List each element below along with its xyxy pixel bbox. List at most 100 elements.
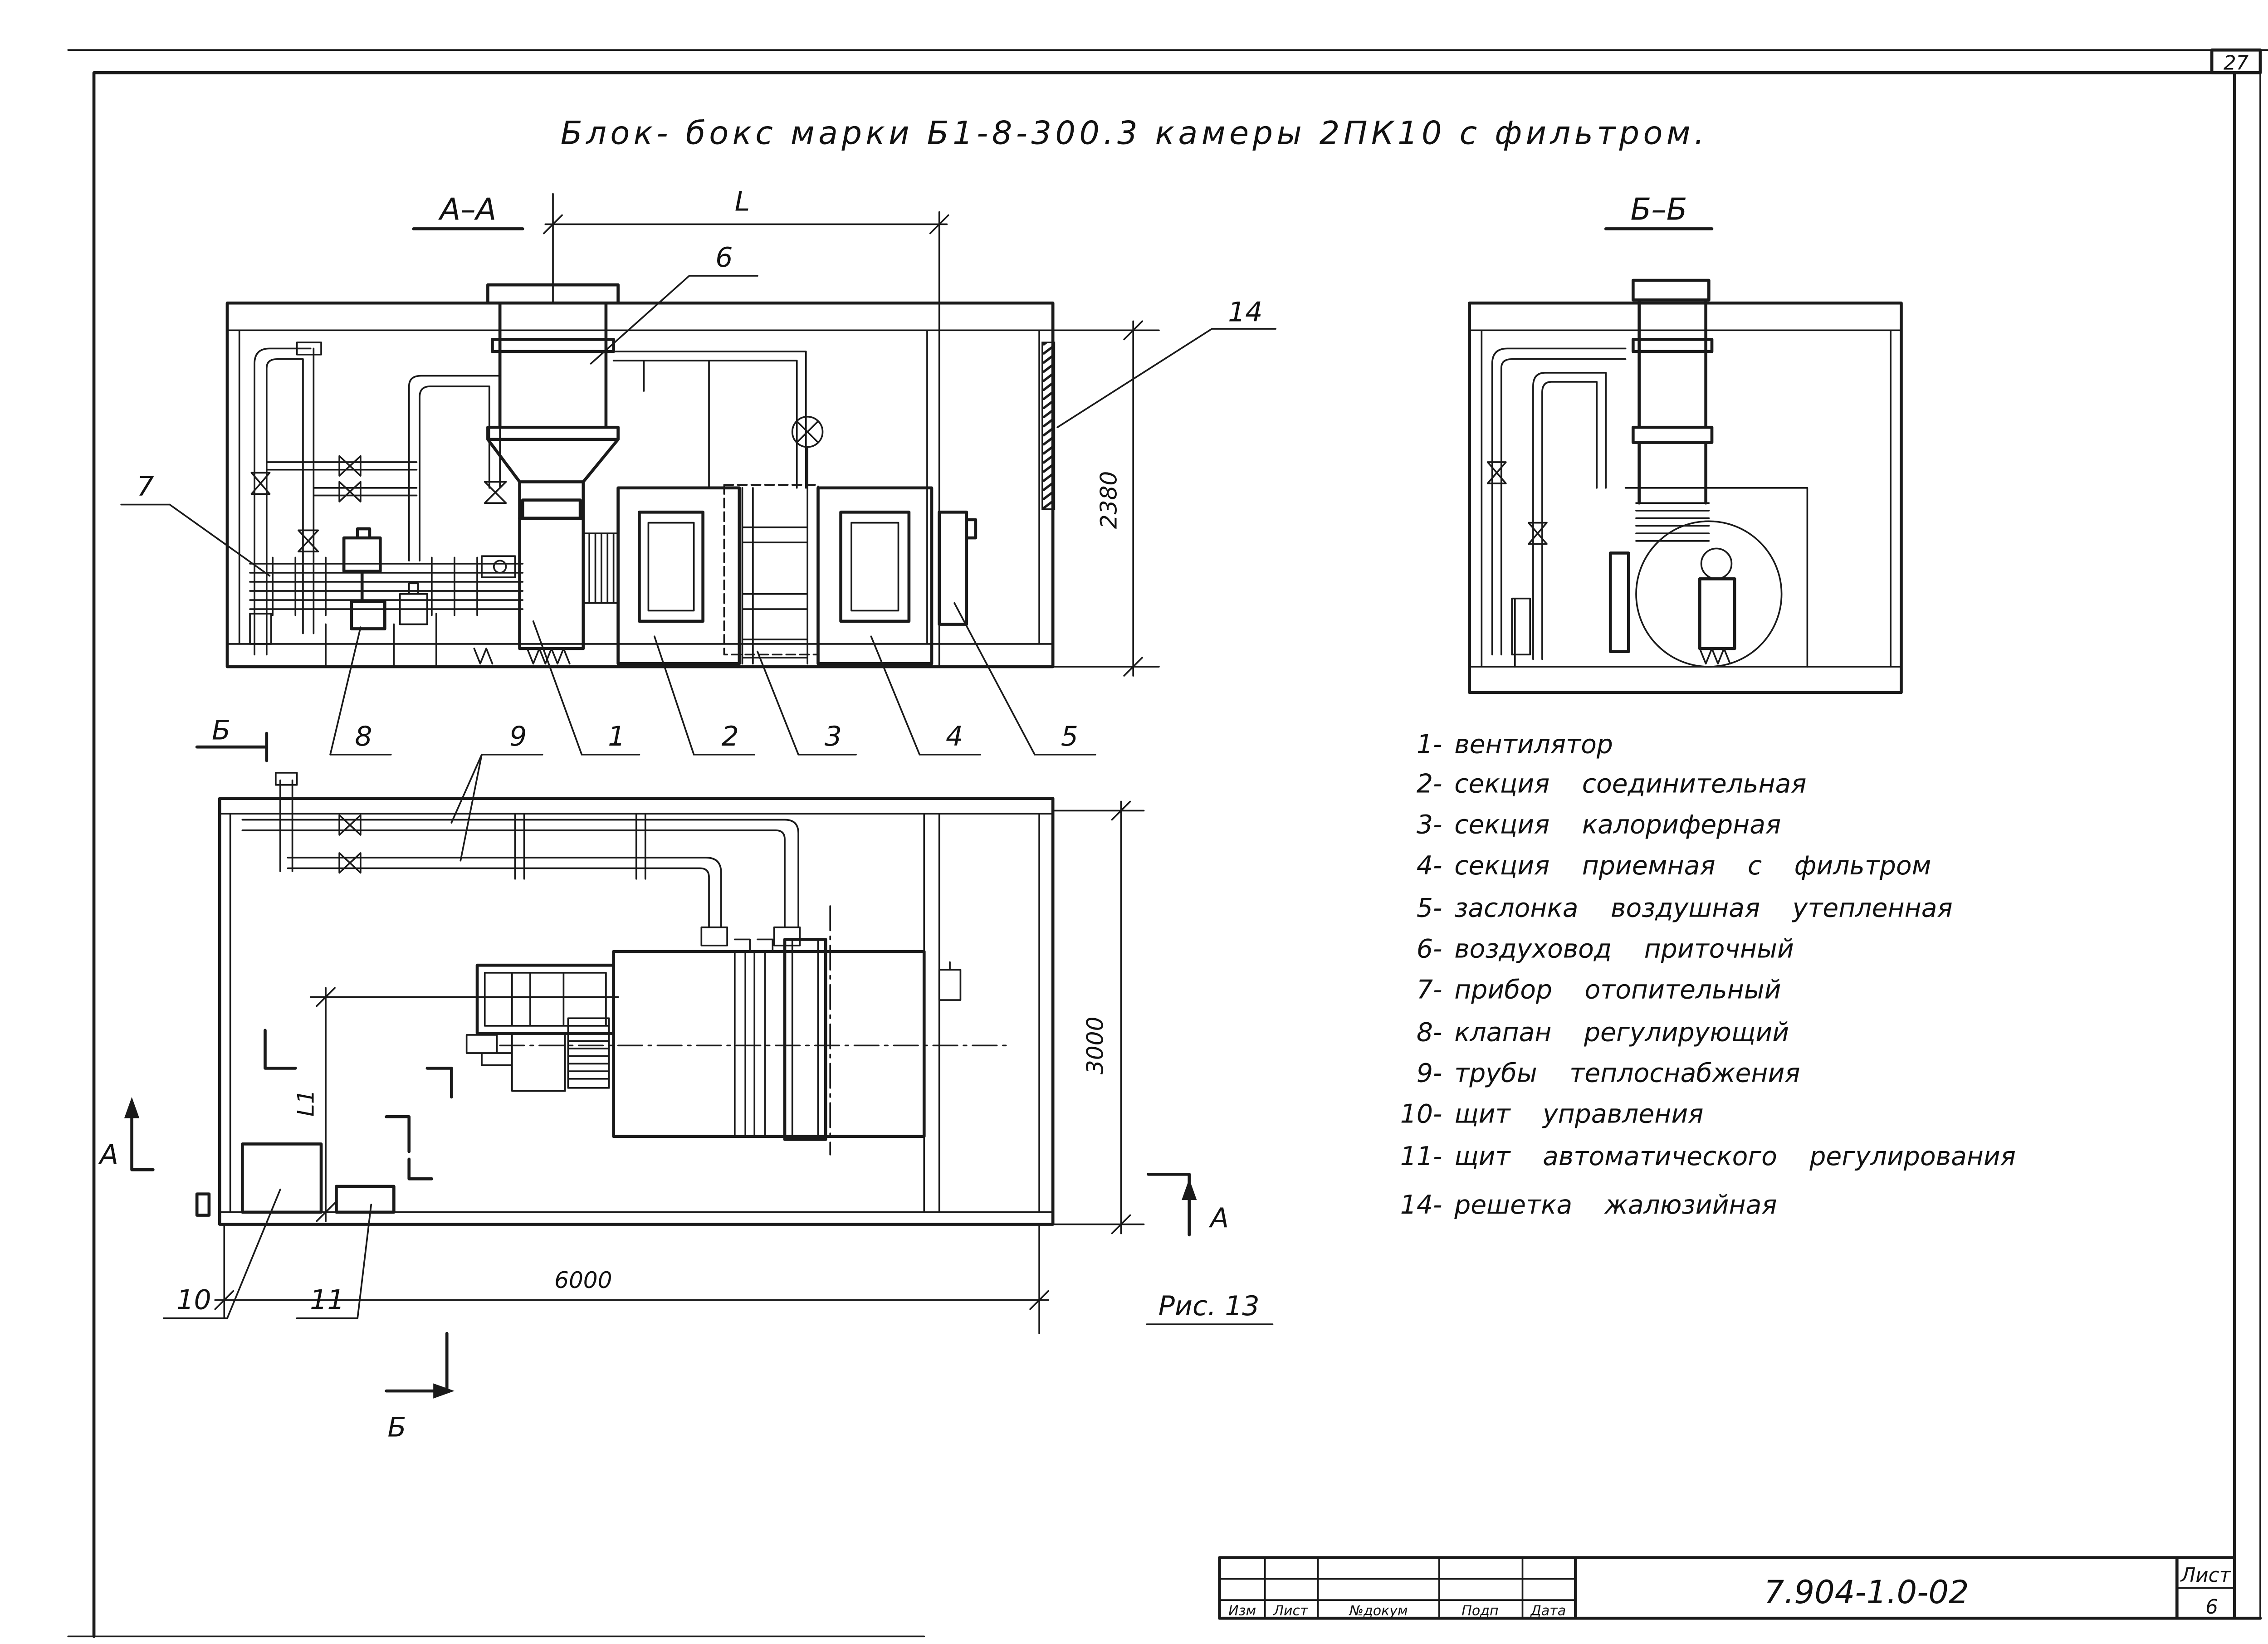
fan-volute-section-bb bbox=[1635, 520, 1783, 668]
dimension-l1-lines bbox=[309, 987, 619, 1222]
callout-1: 1 bbox=[608, 721, 625, 752]
air-handling-unit-plan-details bbox=[733, 938, 819, 1141]
intake-filter-section bbox=[816, 486, 934, 665]
legend-num: 7- bbox=[1417, 975, 1442, 1005]
section-aa-view: А–А L 2380 bbox=[120, 185, 1276, 862]
dimension-3000-text: 3000 bbox=[1081, 1017, 1108, 1075]
unit-back-panel-section-bb bbox=[1624, 487, 1809, 668]
legend-num: 11- bbox=[1400, 1142, 1442, 1171]
duct-connector-ribs-section-bb bbox=[1635, 502, 1710, 542]
fan-housing bbox=[518, 498, 585, 650]
title-block-col-signature: Подп bbox=[1461, 1603, 1498, 1619]
section-marker-a-right-line bbox=[1147, 1172, 1191, 1237]
fan-plan bbox=[475, 963, 615, 1035]
legend-text: секция калориферная bbox=[1454, 810, 1781, 840]
section-marker-b-bottom-line bbox=[385, 1332, 449, 1393]
dimension-l1-text: L1 bbox=[292, 1089, 319, 1117]
connecting-section-door bbox=[647, 522, 695, 612]
section-bb-label: Б–Б bbox=[1631, 191, 1687, 227]
sheet-frame: 27 bbox=[67, 48, 2268, 1638]
legend-text: секция соединительная bbox=[1454, 769, 1806, 799]
fan-motor-hub bbox=[493, 560, 507, 574]
louvre-grille bbox=[1041, 341, 1056, 510]
title-block-col-change: Изм bbox=[1228, 1603, 1256, 1619]
legend-text: прибор отопительный bbox=[1454, 975, 1781, 1005]
legend-num: 6- bbox=[1417, 934, 1442, 964]
box-shell-plan bbox=[218, 797, 1055, 1226]
figure-caption: Рис. 13 bbox=[1158, 1290, 1260, 1322]
pipe-valves-plan bbox=[338, 814, 362, 874]
section-marker-a-left-arrow bbox=[124, 1097, 140, 1118]
supply-duct-section-bb bbox=[1631, 278, 1714, 505]
dimension-3000-lines bbox=[1052, 800, 1145, 1234]
dimension-6000-lines bbox=[214, 1223, 1049, 1334]
title-block-col-sheet: Лист bbox=[1273, 1603, 1309, 1619]
automatic-control-panel bbox=[335, 1185, 396, 1214]
supply-duct bbox=[486, 283, 620, 520]
callout-5-leader bbox=[953, 602, 1096, 756]
callout-14-leader bbox=[1056, 328, 1276, 429]
fan-inlet-section-bb bbox=[1608, 551, 1630, 653]
callout-11: 11 bbox=[310, 1284, 344, 1316]
drawing-code: 7.904-1.0-02 bbox=[1764, 1574, 1969, 1611]
damper-knob-plan bbox=[938, 961, 962, 1001]
dimension-6000-text: 6000 bbox=[554, 1267, 612, 1293]
callout-10-leader bbox=[162, 1188, 281, 1319]
callout-2-leader bbox=[653, 635, 756, 756]
pipe-supports-plan bbox=[514, 813, 646, 880]
legend-text: клапан регулирующий bbox=[1454, 1017, 1789, 1047]
section-aa-label: А–А bbox=[438, 191, 497, 227]
legend-num: 4- bbox=[1417, 851, 1442, 881]
callout-4: 4 bbox=[946, 721, 963, 752]
callout-2: 2 bbox=[722, 721, 739, 752]
callout-9: 9 bbox=[509, 721, 527, 752]
intake-filter-section-door bbox=[850, 522, 899, 612]
sheet-number-top: 27 bbox=[2224, 52, 2249, 75]
air-handling-unit-plan bbox=[612, 938, 926, 1141]
callout-6: 6 bbox=[715, 242, 733, 273]
callout-6-leader bbox=[590, 275, 758, 365]
sheet-label: Лист bbox=[2180, 1564, 2232, 1587]
damper-actuator-rod bbox=[796, 420, 819, 489]
fan-motor-body-section-bb bbox=[1698, 577, 1736, 650]
box-shell-section-bb bbox=[1468, 301, 1903, 694]
legend-num: 3- bbox=[1417, 810, 1442, 840]
title-block-border bbox=[1218, 1556, 2262, 1620]
callout-14: 14 bbox=[1228, 296, 1262, 328]
legend-text: секция приемная с фильтром bbox=[1454, 851, 1931, 881]
callout-11-leader bbox=[296, 1204, 372, 1319]
legend-text: трубы теплоснабжения bbox=[1454, 1058, 1800, 1088]
control-valve bbox=[342, 527, 386, 630]
wall-outlet-stub bbox=[195, 1192, 211, 1217]
plan-view: 3000 6000 L1 10 11 А bbox=[98, 772, 1229, 1443]
title-block-grid bbox=[1218, 1556, 2236, 1620]
pipe-valves-section-aa bbox=[250, 455, 507, 552]
callout-7-leader bbox=[120, 503, 271, 577]
section-marker-a-right-arrow bbox=[1182, 1179, 1197, 1200]
centerlines-plan bbox=[499, 905, 1008, 1156]
callout-4-leader bbox=[870, 635, 981, 756]
section-marker-a-right: А bbox=[1208, 1202, 1229, 1234]
legend: 1- вентилятор 2- секция соединительная 3… bbox=[1400, 729, 2016, 1220]
sheet-number-box bbox=[2210, 48, 2262, 74]
connecting-section bbox=[616, 486, 741, 665]
title-block: Изм Лист №докум Подп Дата 7.904-1.0-02 Л… bbox=[1218, 1556, 2262, 1620]
pipe-supports-section-aa bbox=[249, 613, 437, 668]
legend-num: 14- bbox=[1400, 1190, 1442, 1220]
title-block-col-date: Дата bbox=[1530, 1603, 1566, 1619]
fan-isolators-section-bb bbox=[1699, 648, 1731, 665]
legend-text: вентилятор bbox=[1454, 729, 1613, 759]
sheet-number: 6 bbox=[2205, 1596, 2218, 1619]
callout-8: 8 bbox=[355, 721, 372, 752]
legend-num: 9- bbox=[1417, 1058, 1442, 1088]
section-marker-b-top-line bbox=[195, 732, 269, 762]
section-marker-b-bottom-arrow bbox=[433, 1383, 455, 1399]
heating-pipework-section-aa bbox=[254, 341, 501, 656]
dimension-l-lines bbox=[543, 193, 949, 304]
callout-10: 10 bbox=[176, 1284, 211, 1316]
legend-text: воздуховод приточный bbox=[1454, 934, 1794, 964]
section-marker-b-bottom: Б bbox=[387, 1411, 406, 1443]
fan-motor-section-bb bbox=[1700, 547, 1733, 580]
frame-border bbox=[92, 71, 2236, 1638]
